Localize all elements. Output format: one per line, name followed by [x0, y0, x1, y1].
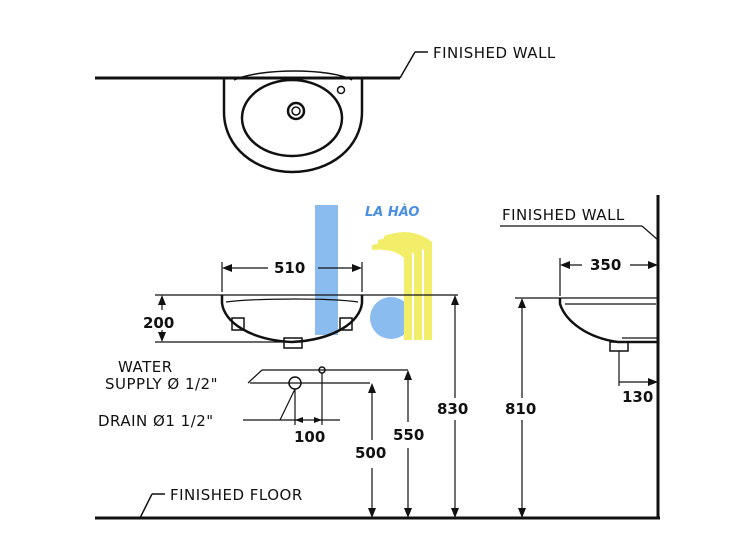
- basin-front-outline: [220, 295, 364, 344]
- finished-floor-label: FINISHED FLOOR: [170, 486, 303, 504]
- drain-label: DRAIN Ø1 1/2": [98, 412, 214, 430]
- side-elevation: FINISHED WALL 350 130 810: [500, 195, 660, 518]
- dim-drain-offset: 130: [622, 388, 653, 406]
- watermark-logo: LA HÀO: [315, 204, 432, 340]
- dim-height: 200: [143, 314, 174, 332]
- left-foot: [231, 317, 245, 331]
- dim-rim-height-side: 810: [505, 400, 536, 418]
- dim-rim-height: 830: [437, 400, 468, 418]
- water-supply-label-line1: WATER: [118, 358, 173, 376]
- dim-supply-height: 550: [393, 426, 424, 444]
- finished-wall-side-label: FINISHED WALL: [502, 206, 625, 224]
- watermark-text: LA HÀO: [365, 204, 419, 220]
- water-supply-label-line2: SUPPLY Ø 1/2": [105, 375, 218, 393]
- tap-hole-plan: [336, 85, 346, 95]
- basin-plan-outline: [222, 78, 364, 174]
- right-foot: [339, 317, 353, 331]
- trap-stub: [283, 337, 303, 349]
- front-elevation: FINISHED FLOOR 510 200 WATER SUPPLY Ø 1/…: [95, 259, 660, 520]
- side-trap: [609, 341, 629, 352]
- dim-width: 510: [274, 259, 305, 277]
- dim-depth: 350: [590, 256, 621, 274]
- basin-bowl-plan: [240, 78, 344, 158]
- drain-hole-plan: [286, 101, 306, 121]
- dim-spacing: 100: [294, 428, 325, 446]
- plan-view: FINISHED WALL: [95, 44, 556, 174]
- finished-wall-top-label: FINISHED WALL: [433, 44, 556, 62]
- dim-drain-height: 500: [355, 444, 386, 462]
